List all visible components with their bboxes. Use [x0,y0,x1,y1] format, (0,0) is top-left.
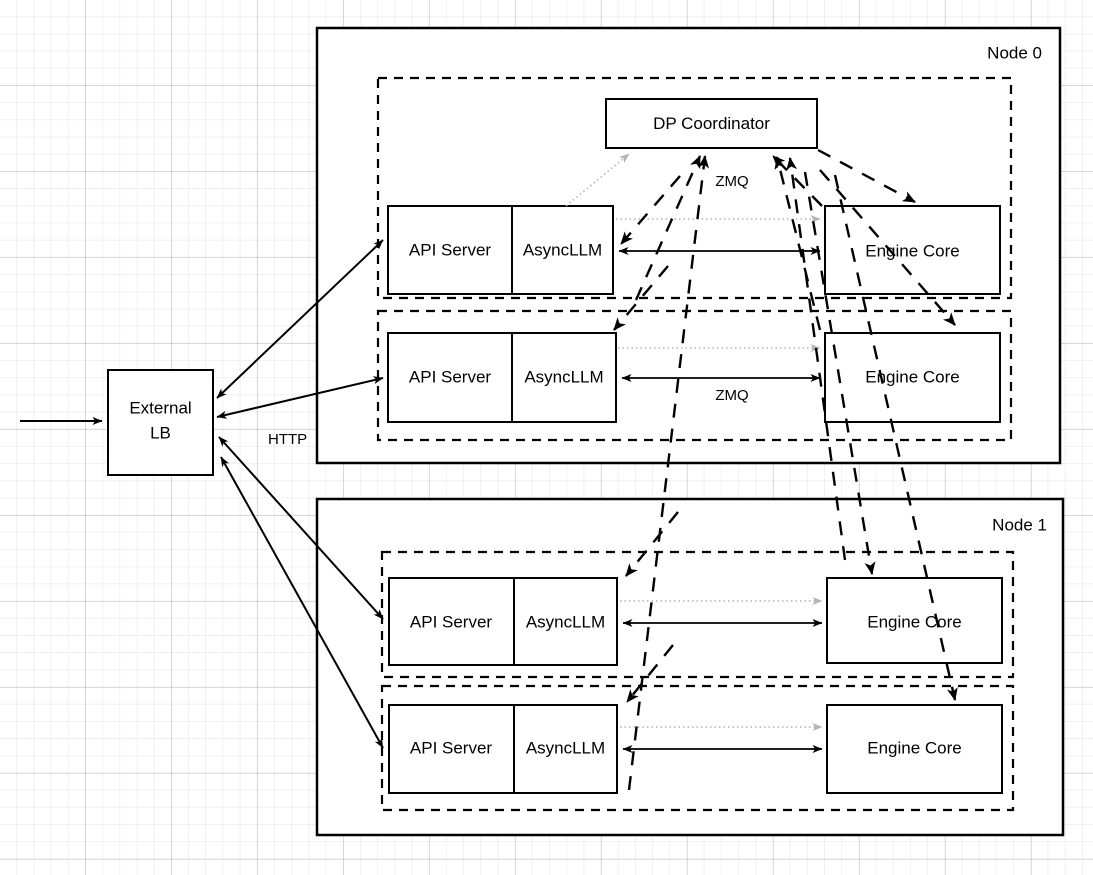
node-1-title: Node 1 [992,515,1047,534]
edge-lb-to-n0r0-api [216,239,384,399]
dashed-coordinator-to-n0r0-asyncllm [620,175,681,245]
n0r1-zmq-label: ZMQ [715,387,748,404]
dp-coordinator-box[interactable] [605,98,818,149]
n0r1-api-server-label: API Server [409,367,492,386]
dashed-coordinator-to-n0r0-engine [817,148,916,204]
n0r1-engine-core-label: Engine Core [865,367,960,386]
dotted-n0r0-asyncllm-to-coordinator [565,153,630,207]
dashed-n0r0-rank-to-coordinator [634,155,702,301]
dashed-coordinator-to-n0r1-asyncllm [613,265,669,331]
n0r0-asyncllm-label: AsyncLLM [523,240,602,259]
n1r1-api-server-label: API Server [410,738,493,757]
n0r0-engine-core-label: Engine Core [865,241,960,260]
external-lb-label-line2: LB [150,423,171,442]
dashed-coordinator-to-n0r1-engine [819,169,956,326]
n0r1-engine-core-box[interactable] [824,332,1001,423]
n1r0-engine-core-label: Engine Core [867,612,962,631]
dp-coordinator-label: DP Coordinator [653,114,770,133]
n1r0-engine-core-box[interactable] [826,577,1003,664]
node-0-rank-0-group [376,76,1013,300]
n1r1-engine-core-label: Engine Core [867,738,962,757]
n1r1-asyncllm-label: AsyncLLM [526,738,605,757]
edge-lb-to-n0r1-api [216,376,384,419]
dashed-n0r1-engine-to-coordinator [774,156,822,331]
edge-lb-to-n1r1-api [220,456,384,749]
http-label: HTTP [268,431,307,448]
external-lb-label-line1: External [129,398,191,417]
n1r0-api-server-asyncllm-box[interactable] [388,577,618,666]
dashed-coordinator-to-n1r1-asyncllm [626,644,674,703]
n0r0-api-server-label: API Server [409,240,492,259]
n0r0-api-server-asyncllm-box[interactable] [387,205,614,295]
n1r0-api-server-label: API Server [410,612,493,631]
n1r0-asyncllm-label: AsyncLLM [526,612,605,631]
n0r1-api-server-asyncllm-box[interactable] [387,332,617,423]
coordinator-zmq-label: ZMQ [715,173,748,190]
n0r0-engine-core-box[interactable] [824,205,1001,295]
n1r1-api-server-asyncllm-box[interactable] [388,704,618,794]
node-0-title: Node 0 [987,43,1042,62]
external-lb-box[interactable] [107,369,214,476]
n1r1-engine-core-box[interactable] [826,704,1003,794]
node-1-rank-0-group [380,550,1015,679]
dashed-coordinator-to-n1r0-engine [803,171,876,575]
n0r1-asyncllm-label: AsyncLLM [524,367,603,386]
dashed-n1r0-to-coordinator [786,157,847,561]
dashed-coordinator-to-n1r0-asyncllm [625,511,679,577]
